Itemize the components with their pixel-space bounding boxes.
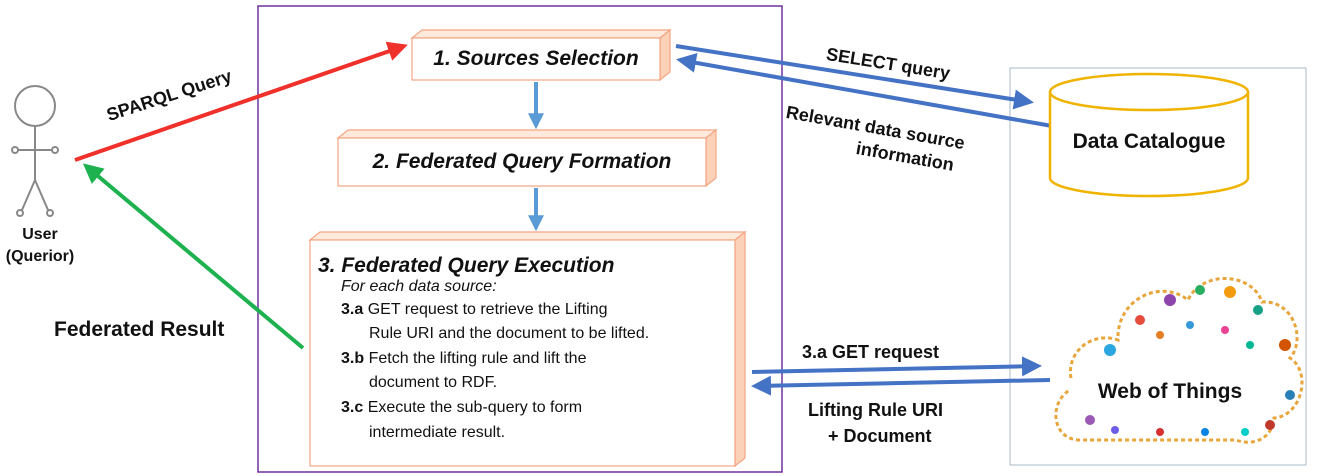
lifting-rule-arrow: [751, 375, 1051, 396]
web-of-things-label: Web of Things: [1070, 380, 1270, 404]
federated-query-execution-label: 3. Federated Query Execution: [318, 254, 615, 277]
step-3a-line2: Rule URI and the document to be lifted.: [369, 325, 650, 342]
mediator-boundary: [257, 5, 783, 473]
relevant-info-arrow: [676, 52, 1053, 128]
sparql-query-arrow: [74, 41, 408, 162]
federated-query-formation-box[interactable]: [336, 128, 718, 188]
sources-selection-box[interactable]: [410, 28, 672, 82]
step-3a-tag: 3.a: [341, 301, 364, 318]
federated-result-label: Federated Result: [54, 318, 225, 341]
user-role-label: (Querior): [5, 248, 75, 265]
data-catalogue-label: Data Catalogue: [1072, 130, 1226, 153]
cloud-icon[interactable]: [1054, 277, 1304, 444]
step-3c-line1: Execute the sub-query to form: [367, 399, 583, 416]
step-3b-tag: 3.b: [341, 350, 365, 367]
user-label: User: [22, 226, 58, 243]
step-3a: 3.a GET request to retrieve the Lifting: [341, 300, 608, 320]
step-3c-tag: 3.c: [341, 399, 364, 416]
step-3a-line1: GET request to retrieve the Lifting: [367, 301, 608, 318]
step-3b-line1: Fetch the lifting rule and lift the: [368, 350, 587, 367]
sources-selection-label: 1. Sources Selection: [433, 47, 639, 70]
user-figure-icon: [11, 85, 59, 217]
step-3c: 3.c Execute the sub-query to form: [341, 399, 582, 417]
sources-panel: [1009, 67, 1307, 466]
for-each-label: For each data source:: [341, 278, 497, 295]
step-3b: 3.b Fetch the lifting rule and lift the: [341, 350, 586, 368]
federated-result-arrow: [82, 163, 305, 350]
step-3b-line2: document to RDF.: [369, 374, 498, 391]
lifting-rule-label-1: Lifting Rule URI: [808, 400, 943, 420]
lifting-rule-label-2: + Document: [828, 426, 932, 446]
select-query-arrow: [675, 44, 1034, 110]
get-request-arrow: [751, 356, 1042, 377]
federated-query-execution-box[interactable]: [308, 230, 747, 468]
get-request-label: 3.a GET request: [802, 342, 940, 362]
database-icon[interactable]: [1048, 72, 1250, 198]
step-3c-line2: intermediate result.: [369, 424, 506, 441]
federated-query-formation-label: 2. Federated Query Formation: [372, 150, 672, 173]
